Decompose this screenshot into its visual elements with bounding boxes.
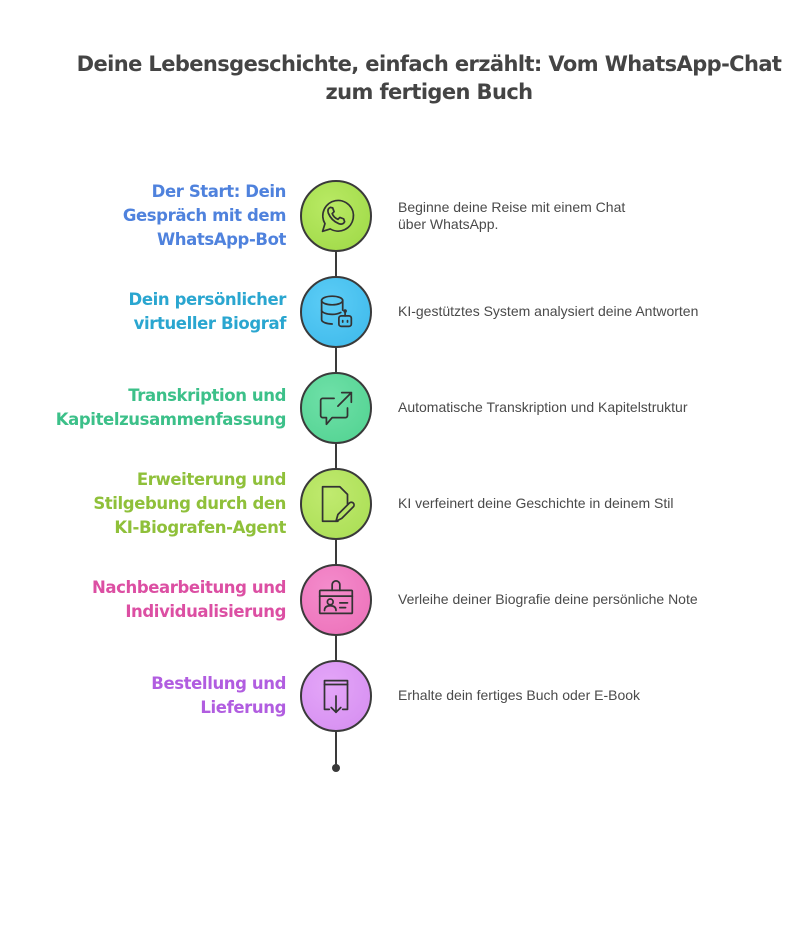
whatsapp-icon xyxy=(321,199,355,233)
step-description-line: KI verfeinert deine Geschichte in deinem… xyxy=(398,495,674,511)
step-title-line: Stilgebung durch den xyxy=(93,494,286,513)
step-description-line: Automatische Transkription und Kapitelst… xyxy=(398,399,688,415)
step-node-whatsapp xyxy=(300,180,372,252)
step-title-line: Erweiterung und xyxy=(136,470,286,489)
step-node-delivery xyxy=(300,660,372,732)
step-title-line: Bestellung und xyxy=(151,674,286,693)
step-title-line: Kapitelzusammenfassung xyxy=(55,410,287,429)
step-title-line: Individualisierung xyxy=(125,602,286,621)
step-title-line: Lieferung xyxy=(200,698,286,717)
step-title-line: virtueller Biograf xyxy=(133,314,287,333)
step-title: Dein persönlicher virtueller Biograf xyxy=(26,288,287,336)
title-line: Deine Lebensgeschichte, einfach erzählt:… xyxy=(76,52,782,76)
step-description-line: Verleihe deiner Biografie deine persönli… xyxy=(398,591,698,607)
book-download-icon xyxy=(323,679,349,714)
id-badge-icon xyxy=(318,579,354,615)
document-edit-icon xyxy=(321,485,355,523)
page-title: Deine Lebensgeschichte, einfach erzählt:… xyxy=(60,50,798,106)
step-title: Transkription und Kapitelzusammenfassung xyxy=(26,384,287,432)
step-description: KI verfeinert deine Geschichte in deinem… xyxy=(398,495,673,512)
step-title: Erweiterung und Stilgebung durch den KI-… xyxy=(26,468,286,540)
step-title: Nachbearbeitung und Individualisierung xyxy=(26,576,286,624)
step-description-line: Beginne deine Reise mit einem Chat xyxy=(398,199,626,215)
step-title: Bestellung und Lieferung xyxy=(26,672,286,720)
step-title-line: Transkription und xyxy=(128,386,286,405)
step-description: Beginne deine Reise mit einem Chat über … xyxy=(398,199,625,233)
step-node-biograf xyxy=(300,276,372,348)
step-description: Erhalte dein fertiges Buch oder E-Book xyxy=(398,687,640,704)
step-description: Automatische Transkription und Kapitelst… xyxy=(398,399,687,416)
step-description-line: Erhalte dein fertiges Buch oder E-Book xyxy=(398,687,641,703)
step-description: Verleihe deiner Biografie deine persönli… xyxy=(398,591,698,608)
step-title-line: KI-Biografen-Agent xyxy=(114,518,286,537)
step-description: KI-gestütztes System analysiert deine An… xyxy=(398,303,698,320)
step-title-line: Der Start: Dein xyxy=(151,182,287,201)
step-title-line: Nachbearbeitung und xyxy=(91,578,286,597)
step-title: Der Start: Dein Gespräch mit dem WhatsAp… xyxy=(26,180,287,252)
step-title-line: WhatsApp-Bot xyxy=(156,230,286,249)
step-title-line: Gespräch mit dem xyxy=(122,206,287,225)
step-node-refinement xyxy=(300,468,372,540)
step-title-line: Dein persönlicher xyxy=(128,290,287,309)
timeline-end-dot xyxy=(332,764,340,772)
chat-export-icon xyxy=(319,391,353,426)
step-description-line: über WhatsApp. xyxy=(398,216,499,232)
step-description-line: KI-gestütztes System analysiert deine An… xyxy=(398,303,699,319)
step-node-transcription xyxy=(300,372,372,444)
database-bot-icon xyxy=(320,295,353,328)
step-node-customization xyxy=(300,564,372,636)
title-line: zum fertigen Buch xyxy=(325,80,533,104)
